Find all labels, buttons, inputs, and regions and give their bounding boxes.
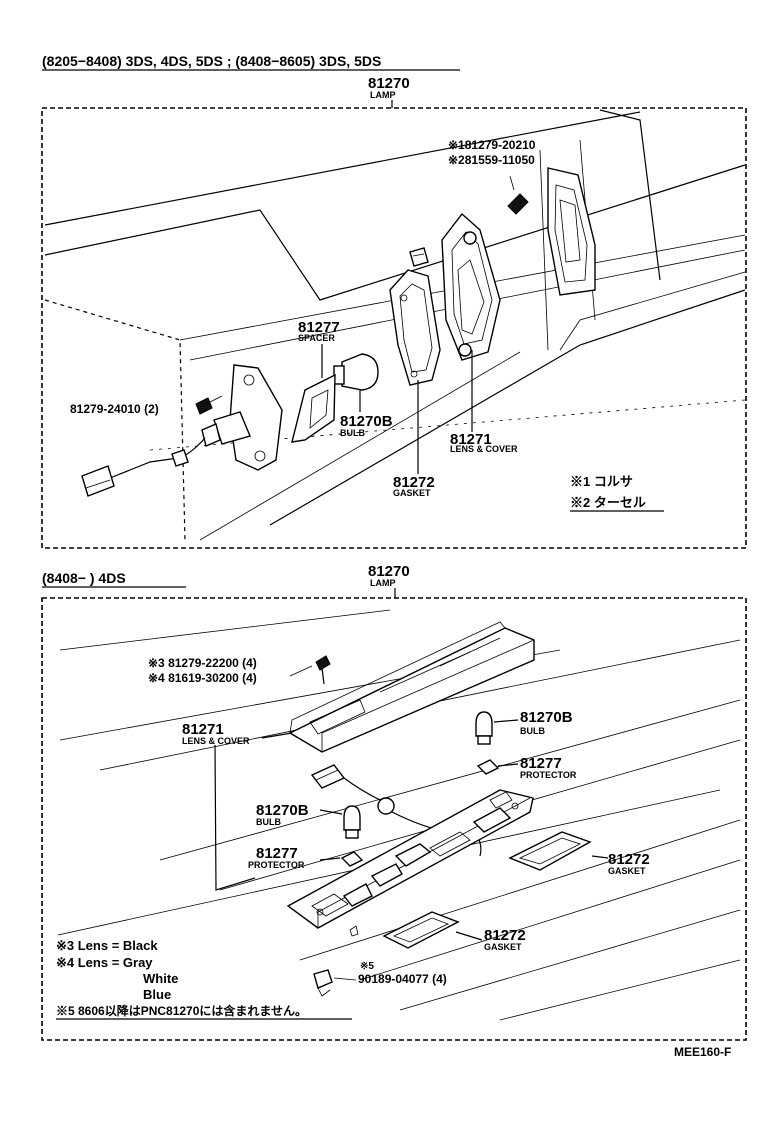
clip-leader (333, 977, 357, 981)
bulb-number: 81270B (340, 413, 393, 430)
protector-top-number: 81277 (520, 755, 562, 772)
gasket-bottom-leader (455, 931, 483, 941)
socket-bracket (201, 364, 283, 471)
protector-left-name: PROTECTOR (248, 860, 305, 870)
gasket-right-number: 81272 (608, 851, 650, 868)
assembly-name: LAMP (370, 90, 396, 100)
note-1: ※1 コルサ (570, 474, 633, 489)
bulb-top-2 (475, 711, 493, 745)
assembly-2-name: LAMP (370, 578, 396, 588)
gasket-bottom-number: 81272 (484, 927, 526, 944)
protector-top-name: PROTECTOR (520, 770, 577, 780)
screw-top-2 (315, 655, 331, 685)
note-4-blue: Blue (143, 987, 171, 1002)
protector-left-leader (319, 857, 341, 861)
gasket-name: GASKET (393, 488, 431, 498)
section-1-frame (41, 107, 747, 549)
gasket-bottom-name: GASKET (484, 942, 522, 952)
lens-cover-2 (288, 621, 535, 753)
spacer-1 (291, 373, 336, 443)
section-1-header: (8205−8408) 3DS, 4DS, 5DS ; (8408−8605) … (42, 53, 381, 69)
protector-left-2 (340, 851, 364, 867)
gasket-right-name: GASKET (608, 866, 646, 876)
bulb-left-name: BULB (256, 817, 281, 827)
lens-cover-1 (441, 212, 501, 361)
protector-top-leader (497, 763, 519, 767)
assembly-2-number: 81270 (368, 563, 410, 580)
diagram-code: MEE160-F (674, 1045, 731, 1059)
bulb-top-name: BULB (520, 726, 545, 736)
bulb-left-number: 81270B (256, 802, 309, 819)
bulb-top-number: 81270B (520, 709, 573, 726)
note-4-white: White (143, 971, 178, 986)
note-5: ※5 8606以降はPNC81270には含まれません。 (56, 1003, 307, 1018)
clip-mark: ※5 (360, 961, 374, 972)
bulb-left-leader (319, 809, 343, 815)
body-reflector (547, 167, 596, 296)
protector-left-number: 81277 (256, 845, 298, 862)
section-2: (8408− ) 4DS 81270 LAMP (41, 563, 747, 1041)
screw-left (195, 395, 223, 415)
screw-2b-label: ※4 81619-30200 (4) (148, 671, 257, 685)
lens-number: 81271 (450, 431, 492, 448)
screw-b-label: ※281559-11050 (448, 153, 535, 167)
section-2-header: (8408− ) 4DS (42, 570, 126, 586)
gasket-right-2 (508, 831, 592, 871)
lamp-base (286, 789, 534, 937)
bulb-top-leader (493, 719, 519, 723)
body-panel (44, 109, 746, 541)
bulb-name: BULB (340, 428, 365, 438)
protector-top-2 (476, 759, 500, 775)
lens-name: LENS & COVER (450, 444, 518, 454)
lens-2-name: LENS & COVER (182, 736, 250, 746)
clip-2 (313, 969, 333, 997)
note-4: ※4 Lens = Gray (56, 955, 153, 970)
note-2: ※2 ターセル (570, 495, 646, 510)
screw-top-1 (507, 175, 529, 215)
screw-c-label: 81279-24010 (2) (70, 402, 159, 416)
screw-2a-label: ※3 81279-22200 (4) (148, 656, 257, 670)
clip-label: 90189-04077 (4) (358, 972, 447, 986)
gasket-number: 81272 (393, 474, 435, 491)
bulb-1 (333, 353, 379, 391)
gasket-1 (389, 269, 441, 386)
bulb-left-2 (343, 805, 361, 839)
wire-harness-1 (81, 437, 206, 497)
section-2-frame (41, 597, 747, 1041)
spacer-name: SPACER (298, 333, 335, 343)
lens-2-leader (261, 732, 293, 739)
assembly-number: 81270 (368, 75, 410, 92)
screw-a-label: ※181279-20210 (448, 138, 536, 152)
lens-2-number: 81271 (182, 721, 224, 738)
spacer-number: 81277 (298, 319, 340, 336)
clip-small (409, 247, 429, 267)
gasket-right-leader (591, 855, 609, 859)
gasket-bottom-2 (382, 911, 460, 949)
screw-2-leader (289, 665, 313, 677)
section-1: (8205−8408) 3DS, 4DS, 5DS ; (8408−8605) … (41, 53, 747, 549)
note-3: ※3 Lens = Black (56, 938, 158, 953)
